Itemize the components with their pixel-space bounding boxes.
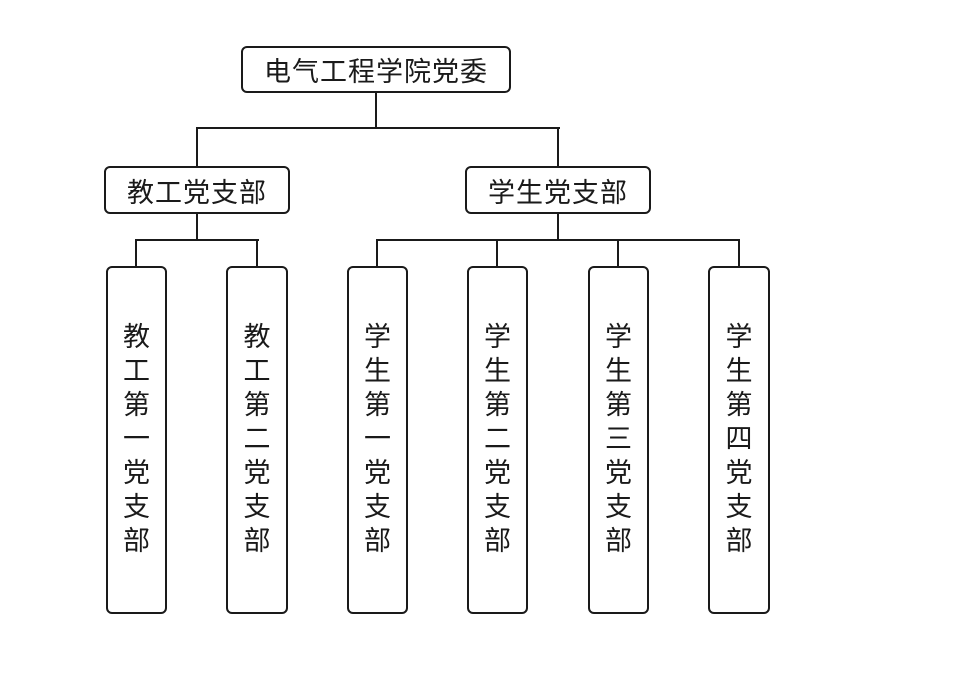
leaf-label-char: 党 xyxy=(243,458,271,489)
leaf-node-label: 学生第一党支部 xyxy=(364,321,391,559)
leaf-label-char: 工 xyxy=(243,356,271,387)
leaf-label-char: 第 xyxy=(123,390,150,421)
leaf-label-char: 第 xyxy=(364,390,391,421)
leaf-label-char: 教 xyxy=(243,322,271,353)
leaf-label-char: 支 xyxy=(243,492,271,523)
leaf-label-char: 第 xyxy=(725,390,753,421)
connector-student-leaf-1 xyxy=(376,239,378,267)
leaf-label-char: 第 xyxy=(484,390,511,421)
leaf-label-char: 党 xyxy=(484,458,511,489)
connector-teacher-leaf-2 xyxy=(256,239,258,267)
connector-student-down xyxy=(557,212,559,241)
leaf-label-char: 一 xyxy=(364,424,391,455)
student-leaf-node-2: 学生第二党支部 xyxy=(467,266,528,614)
leaf-label-char: 部 xyxy=(725,526,753,557)
leaf-label-char: 学 xyxy=(364,322,391,353)
teacher-branch-label: 教工党支部 xyxy=(127,177,267,209)
connector-student-leaf-2 xyxy=(496,239,498,267)
leaf-node-label: 学生第三党支部 xyxy=(605,321,632,559)
leaf-label-char: 部 xyxy=(364,526,391,557)
leaf-label-char: 部 xyxy=(243,526,271,557)
leaf-label-char: 生 xyxy=(605,356,632,387)
root-node-label: 电气工程学院党委 xyxy=(264,57,488,88)
leaf-label-char: 二 xyxy=(243,424,271,455)
leaf-label-char: 支 xyxy=(605,492,632,523)
student-leaf-node-4: 学生第四党支部 xyxy=(708,266,770,614)
leaf-label-char: 学 xyxy=(725,322,753,353)
connector-teacher-leaf-1 xyxy=(135,239,137,267)
leaf-label-char: 部 xyxy=(484,526,511,557)
connector-teacher-down xyxy=(196,212,198,241)
leaf-label-char: 学 xyxy=(484,322,511,353)
leaf-label-char: 教 xyxy=(123,322,150,353)
leaf-label-char: 四 xyxy=(725,424,753,455)
connector-student-leaf-3 xyxy=(617,239,619,267)
connector-student-up xyxy=(557,127,559,167)
leaf-label-char: 一 xyxy=(123,424,150,455)
leaf-node-label: 教工第一党支部 xyxy=(123,321,150,559)
student-leaf-node-3: 学生第三党支部 xyxy=(588,266,649,614)
leaf-label-char: 支 xyxy=(484,492,511,523)
leaf-label-char: 工 xyxy=(123,356,150,387)
leaf-node-label: 教工第二党支部 xyxy=(244,321,271,559)
leaf-label-char: 支 xyxy=(364,492,391,523)
leaf-label-char: 生 xyxy=(364,356,391,387)
leaf-label-char: 支 xyxy=(725,492,753,523)
student-branch-label: 学生党支部 xyxy=(488,177,628,209)
connector-teacher-up xyxy=(196,127,198,167)
teacher-leaf-node-2: 教工第二党支部 xyxy=(226,266,288,614)
leaf-label-char: 学 xyxy=(605,322,632,353)
leaf-label-char: 支 xyxy=(123,492,150,523)
leaf-label-char: 三 xyxy=(605,424,632,455)
leaf-label-char: 部 xyxy=(605,526,632,557)
connector-root-down xyxy=(375,92,377,129)
leaf-label-char: 党 xyxy=(605,458,632,489)
teacher-leaf-node-1: 教工第一党支部 xyxy=(106,266,167,614)
leaf-label-char: 第 xyxy=(243,390,271,421)
leaf-label-char: 部 xyxy=(123,526,150,557)
connector-student-leaf-4 xyxy=(738,239,740,267)
leaf-node-label: 学生第二党支部 xyxy=(484,321,511,559)
connector-teacher-bar xyxy=(135,239,259,241)
leaf-label-char: 党 xyxy=(123,458,150,489)
leaf-label-char: 党 xyxy=(725,458,753,489)
connector-level2-bar xyxy=(196,127,560,129)
student-leaf-node-1: 学生第一党支部 xyxy=(347,266,408,614)
student-branch-node: 学生党支部 xyxy=(465,166,651,214)
leaf-label-char: 党 xyxy=(364,458,391,489)
teacher-branch-node: 教工党支部 xyxy=(104,166,290,214)
leaf-label-char: 生 xyxy=(484,356,511,387)
root-node: 电气工程学院党委 xyxy=(241,46,511,93)
leaf-label-char: 第 xyxy=(605,390,632,421)
leaf-label-char: 二 xyxy=(484,424,511,455)
connector-student-bar xyxy=(376,239,740,241)
leaf-label-char: 生 xyxy=(725,356,753,387)
leaf-node-label: 学生第四党支部 xyxy=(726,321,753,559)
